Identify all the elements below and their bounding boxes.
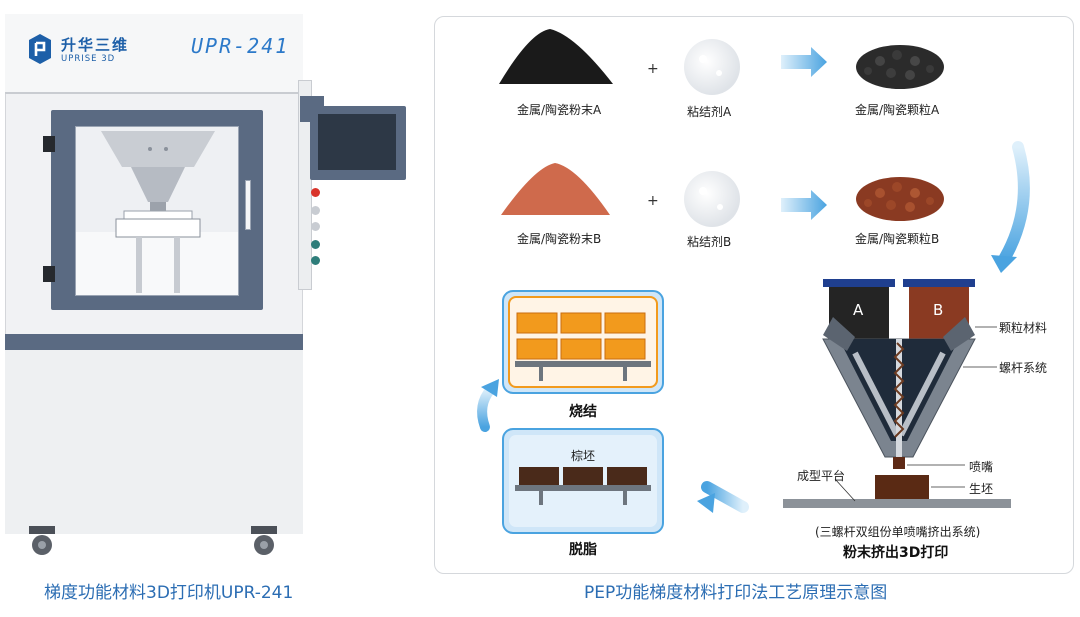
granule-a-icon (856, 45, 944, 89)
green-part-icon (875, 475, 929, 499)
arrow-to-printer-icon (997, 141, 1030, 267)
emergency-stop-button[interactable] (311, 188, 320, 197)
printer-subtitle: (三螺杆双组份单喷嘴挤出系统) (815, 525, 981, 539)
printer-machine-image: 升华三维 UPRISE 3D UPR-241 (5, 14, 303, 555)
printer-title: 粉末挤出3D打印 (843, 545, 949, 561)
control-button-4[interactable] (311, 256, 320, 265)
machine-divider-band (5, 334, 303, 350)
powder-a-label: 金属/陶瓷粉末A (517, 103, 602, 117)
granule-b-icon (856, 177, 944, 221)
build-platform-icon (783, 499, 1011, 508)
machine-header-panel (5, 14, 303, 94)
brand-name-en: UPRISE 3D (61, 54, 116, 64)
diagram-drawing (477, 29, 1030, 534)
sinter-title: 烧结 (569, 404, 597, 420)
control-button-1[interactable] (311, 206, 320, 215)
binder-b-label: 粘结剂B (687, 235, 732, 249)
screw-system-label: 螺杆系统 (999, 361, 1048, 375)
caster-wheel-right-icon (251, 526, 277, 555)
control-button-2[interactable] (311, 222, 320, 231)
model-label: UPR-241 (191, 34, 290, 58)
brand-name-cn: 升华三维 (61, 36, 130, 54)
machine-caption: 梯度功能材料3D打印机UPR-241 (44, 583, 294, 603)
powder-b-pile-icon (501, 163, 610, 215)
arrow-to-sinter-icon (477, 384, 496, 432)
arrow-b-icon (781, 190, 827, 220)
debind-title: 脱脂 (569, 542, 597, 558)
hopper-b-label: B (933, 301, 944, 319)
build-chamber-window (75, 126, 239, 296)
debind-inner-label: 棕坯 (571, 449, 596, 463)
caster-wheel-left-icon (29, 526, 55, 555)
binder-a-label: 粘结剂A (687, 105, 732, 119)
debind-chamber-icon (502, 428, 664, 534)
arrow-a-icon (781, 47, 827, 77)
door-hinge-top-icon (43, 136, 55, 152)
powder-b-label: 金属/陶瓷粉末B (517, 232, 602, 246)
plus-a-sign: + (647, 61, 659, 77)
machine-lower-cabinet (5, 350, 303, 534)
sinter-furnace-icon (502, 290, 664, 394)
extruder-head-icon (822, 279, 976, 469)
touchscreen-display[interactable] (318, 114, 396, 170)
granule-material-label: 颗粒材料 (999, 321, 1048, 335)
granule-b-label: 金属/陶瓷颗粒B (855, 232, 940, 246)
door-handle[interactable] (245, 180, 251, 230)
process-diagram-panel: 金属/陶瓷粉末A + 粘结剂A 金属/陶瓷颗粒A 金属/陶瓷粉末B + 粘结剂B… (434, 16, 1074, 574)
platform-label: 成型平台 (797, 469, 846, 483)
diagram-caption: PEP功能梯度材料打印法工艺原理示意图 (584, 583, 888, 603)
plus-b-sign: + (647, 193, 659, 209)
hopper-a-label: A (853, 301, 864, 319)
arrow-to-debind-icon (701, 481, 749, 513)
uprise-logo-icon (29, 34, 51, 64)
control-column (298, 80, 312, 290)
powder-a-pile-icon (499, 29, 613, 84)
granule-a-label: 金属/陶瓷颗粒A (855, 103, 940, 117)
binder-a-icon (684, 39, 740, 95)
door-hinge-bottom-icon (43, 266, 55, 282)
binder-b-icon (684, 171, 740, 227)
control-button-3[interactable] (311, 240, 320, 249)
nozzle-label: 喷嘴 (969, 460, 994, 474)
green-part-label: 生坯 (969, 482, 994, 496)
